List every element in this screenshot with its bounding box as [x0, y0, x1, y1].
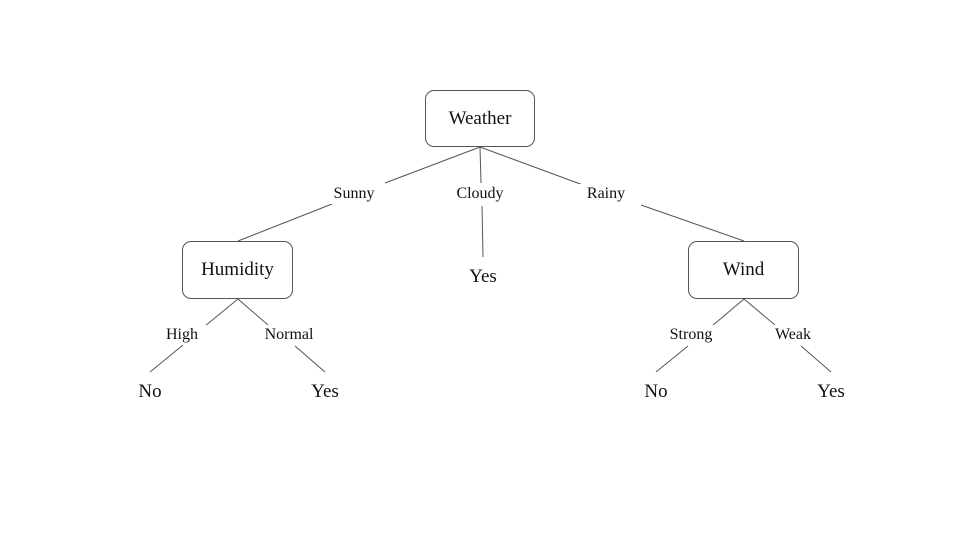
node-humidity: Humidity [182, 241, 293, 299]
edge-label-normal: Normal [249, 325, 329, 345]
edge-normal-yes [294, 345, 326, 373]
edge-cloudy-yes [481, 205, 484, 258]
leaf-strong-no: No [644, 381, 668, 402]
leaf-high-no: No [138, 381, 162, 402]
node-weather-label: Weather [448, 107, 512, 129]
edge-label-sunny: Sunny [314, 184, 394, 204]
node-humidity-label: Humidity [201, 259, 274, 280]
edge-label-strong: Strong [651, 325, 731, 345]
edge-wind-weak [743, 298, 776, 326]
leaf-cloudy-yes: Yes [469, 266, 497, 287]
edge-wind-strong [711, 298, 745, 327]
edge-strong-no [655, 345, 689, 373]
leaf-weak-yes: Yes [817, 381, 845, 402]
edge-weather-sunny [384, 146, 481, 184]
edge-weak-yes [800, 345, 832, 373]
edge-label-high: High [142, 325, 222, 345]
edge-sunny-humidity [237, 203, 333, 242]
node-weather: Weather [425, 90, 535, 147]
edge-humidity-high [204, 298, 239, 327]
edge-high-no [149, 344, 184, 373]
edge-weather-cloudy [479, 146, 482, 184]
edge-label-rainy: Rainy [566, 184, 646, 204]
edge-weather-rainy [479, 146, 584, 186]
edge-humidity-normal [237, 298, 269, 326]
leaf-normal-yes: Yes [311, 381, 339, 402]
edge-label-weak: Weak [753, 325, 833, 345]
node-wind: Wind [688, 241, 799, 299]
edge-rainy-wind [640, 204, 745, 242]
node-wind-label: Wind [722, 259, 765, 280]
edge-label-cloudy: Cloudy [440, 184, 520, 204]
